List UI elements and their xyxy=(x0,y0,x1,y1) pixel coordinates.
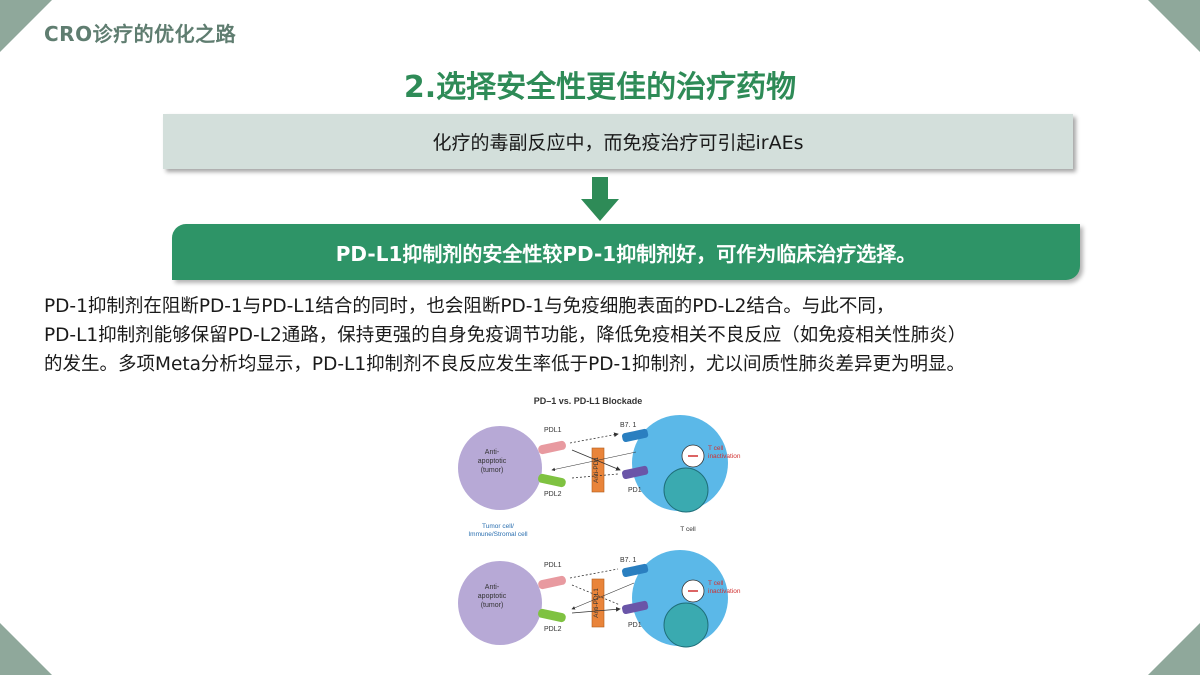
conclusion-box: PD-L1抑制剂的安全性较PD-1抑制剂好，可作为临床治疗选择。 xyxy=(172,224,1080,280)
slide-main-title: 2.选择安全性更佳的治疗药物 xyxy=(403,70,797,105)
tumor-cell xyxy=(458,561,542,645)
left-cell-caption: Tumor cell/ xyxy=(482,523,514,530)
pdl1-receptor xyxy=(538,440,566,455)
b71-label: B7. 1 xyxy=(620,557,636,564)
conclusion-text: PD-L1抑制剂的安全性较PD-1抑制剂好，可作为临床治疗选择。 xyxy=(335,241,917,266)
pdl2-label: PDL2 xyxy=(544,626,562,633)
right-cell-caption: T cell xyxy=(680,526,696,533)
pdl1-label: PDL1 xyxy=(544,562,562,569)
corner-decoration-bottom-left xyxy=(0,623,52,675)
figure-title: PD–1 vs. PD-L1 Blockade xyxy=(534,396,643,406)
anti-pdl1-drug xyxy=(591,578,605,628)
b71-label: B7. 1 xyxy=(620,422,636,429)
tumor-label: (tumor) xyxy=(481,467,504,474)
pdl2-receptor xyxy=(538,473,566,488)
interaction-arrow xyxy=(571,584,621,606)
b71-receptor xyxy=(622,563,649,578)
interaction-arrow xyxy=(569,432,619,444)
anti-pdl1-label: Anti-PDL1 xyxy=(593,588,600,618)
anti-pd1-label: Anti-PD1 xyxy=(593,457,600,483)
pd1-label: PD1 xyxy=(628,487,642,494)
t-cell-inactivation-label: inactivation xyxy=(708,453,741,460)
body-line: PD-1抑制剂在阻断PD-1与PD-L1结合的同时，也会阻断PD-1与免疫细胞表… xyxy=(44,296,895,317)
interaction-arrow xyxy=(569,568,619,579)
blockade-diagram: PD–1 vs. PD-L1 Blockade Anti- apoptotic … xyxy=(458,396,741,648)
body-paragraph: PD-1抑制剂在阻断PD-1与PD-L1结合的同时，也会阻断PD-1与免疫细胞表… xyxy=(44,292,1164,379)
pd1-receptor xyxy=(622,600,649,615)
left-cell-caption: Immune/Stromal cell xyxy=(468,531,528,538)
anti-pd1-drug xyxy=(591,447,605,493)
tumor-label: Anti- xyxy=(485,584,500,591)
panel-anti-pdl1: Anti- apoptotic (tumor) PDL1 PDL2 T cell… xyxy=(458,550,741,648)
interaction-arrow xyxy=(551,451,637,472)
tumor-label: apoptotic xyxy=(478,593,507,600)
pdl1-receptor xyxy=(538,575,566,590)
body-line: 的发生。多项Meta分析均显示，PD-L1抑制剂不良反应发生率低于PD-1抑制剂… xyxy=(44,354,965,375)
corner-decoration-top-left xyxy=(0,0,52,52)
irae-callout-box: 化疗的毒副反应中，而免疫治疗可引起irAEs xyxy=(163,114,1073,169)
b71-receptor xyxy=(622,428,649,443)
pdl2-receptor xyxy=(538,608,566,623)
pd1-receptor xyxy=(622,465,649,480)
pdl2-label: PDL2 xyxy=(544,491,562,498)
pdl1-label: PDL1 xyxy=(544,427,562,434)
blockade-figure: PD–1 vs. PD-L1 Blockade Anti- apoptotic … xyxy=(448,388,768,653)
corner-decoration-top-right xyxy=(1148,0,1200,52)
tumor-label: (tumor) xyxy=(481,602,504,609)
t-cell-nucleus xyxy=(663,602,709,648)
pd1-label: PD1 xyxy=(628,622,642,629)
body-line: PD-L1抑制剂能够保留PD-L2通路，保持更强的自身免疫调节功能，降低免疫相关… xyxy=(44,325,967,346)
panel-anti-pd1: Anti- apoptotic (tumor) PDL1 PDL2 T cell… xyxy=(458,415,741,513)
interaction-arrow xyxy=(571,582,635,610)
tumor-cell xyxy=(458,426,542,510)
t-cell-nucleus xyxy=(663,467,709,513)
down-arrow-icon xyxy=(581,177,619,221)
slide-header-title: CRO诊疗的优化之路 xyxy=(44,22,237,46)
tumor-label: apoptotic xyxy=(478,458,507,465)
tumor-label: Anti- xyxy=(485,449,500,456)
t-cell-inactivation-label: T cell xyxy=(708,445,724,452)
t-cell-inactivation-label: inactivation xyxy=(708,588,741,595)
irae-callout-text: 化疗的毒副反应中，而免疫治疗可引起irAEs xyxy=(432,132,804,154)
interaction-arrow xyxy=(571,449,621,471)
interaction-arrow xyxy=(571,606,621,614)
corner-decoration-bottom-right xyxy=(1148,623,1200,675)
t-cell-inactivation-label: T cell xyxy=(708,580,724,587)
